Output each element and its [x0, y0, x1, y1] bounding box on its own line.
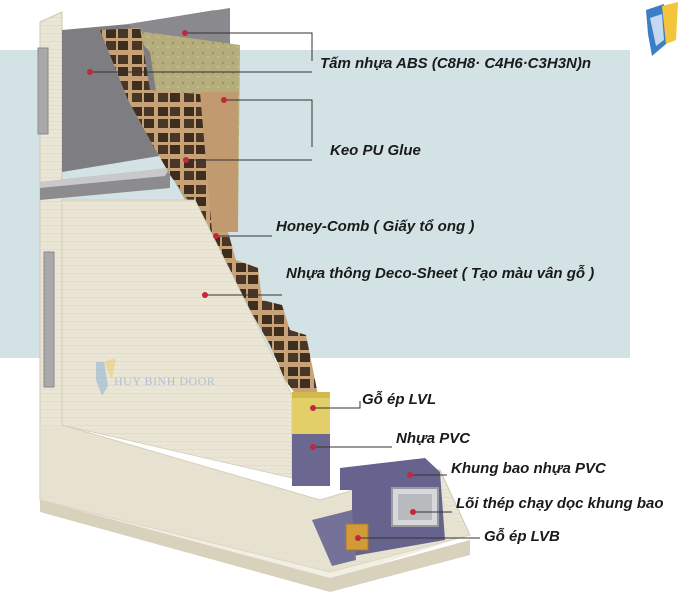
- label-pu-glue: Keo PU Glue: [330, 142, 421, 159]
- dot-frame: [407, 472, 413, 478]
- dot-abs-panel: [87, 69, 93, 75]
- dot-honeycomb: [213, 233, 219, 239]
- dot-pu-top: [221, 97, 227, 103]
- hinge-bottom-icon: [43, 251, 55, 388]
- trim-bar-highlight: [40, 168, 170, 188]
- dot-steel: [410, 509, 416, 515]
- label-abs-sheet: Tấm nhựa ABS (C8H8· C4H6·C3H3N)n: [320, 55, 592, 72]
- leader-pu: [224, 99, 313, 147]
- label-honeycomb: Honey-Comb ( Giấy tổ ong ): [276, 218, 475, 235]
- pvc-frame-lip: [312, 510, 356, 566]
- label-pvc-frame: Khung bao nhựa PVC: [451, 460, 606, 477]
- label-steel-core: Lõi thép chạy dọc khung bao: [456, 495, 664, 512]
- watermark-logo-icon: [96, 358, 116, 396]
- dot-abs-top: [182, 30, 188, 36]
- label-deco-sheet: Nhựa thông Deco-Sheet ( Tạo màu vân gỗ ): [286, 265, 595, 282]
- label-lvl-wood: Gỗ ép LVL: [362, 391, 437, 408]
- lvl-wood-strip: [292, 392, 330, 434]
- dot-lvl: [310, 405, 316, 411]
- lvl-wood-shade: [292, 392, 330, 398]
- brand-logo-icon: [646, 2, 678, 56]
- steel-tube-inner: [398, 494, 432, 520]
- dot-deco: [202, 292, 208, 298]
- label-lvb-wood: Gỗ ép LVB: [484, 528, 560, 545]
- watermark-text: HUY BINH DOOR: [114, 374, 216, 388]
- honeycomb-right-block: [200, 92, 238, 232]
- leader-abs: [185, 32, 313, 61]
- label-pvc-core: Nhựa PVC: [396, 430, 471, 447]
- hinge-top-icon: [37, 47, 49, 135]
- leader-lines: [90, 32, 480, 539]
- dot-pvc: [310, 444, 316, 450]
- pvc-core-block: [292, 434, 330, 486]
- dot-pu-mid: [183, 157, 189, 163]
- marker-dots: [87, 30, 416, 541]
- dot-lvb: [355, 535, 361, 541]
- honeycomb-core: [100, 28, 318, 400]
- leader-lvl: [313, 401, 361, 409]
